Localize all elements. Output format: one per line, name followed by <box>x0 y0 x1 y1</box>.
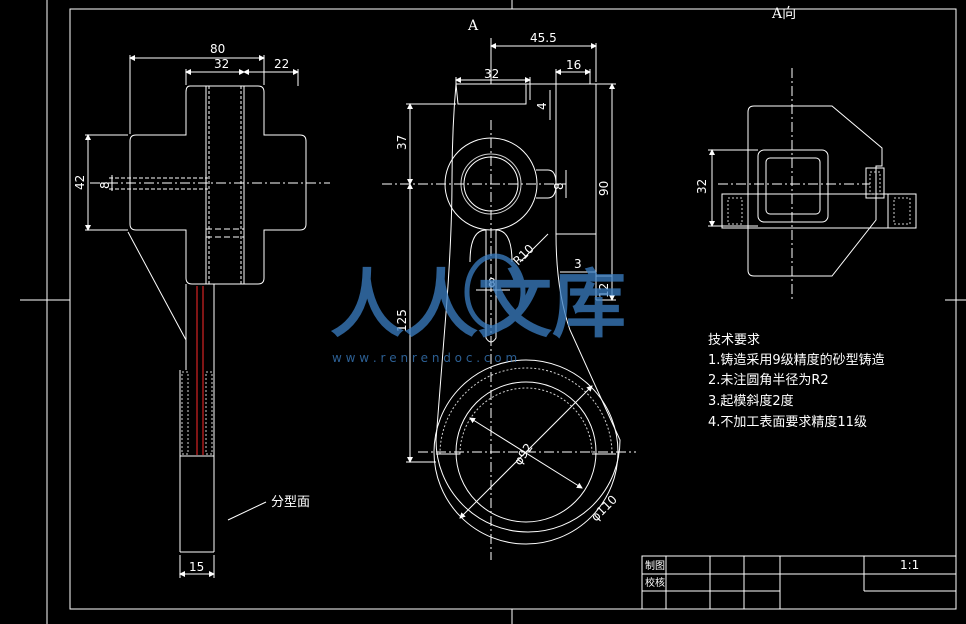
tech-requirements: 技术要求 1.铸造采用9级精度的砂型铸造 2.未注圆角半径为R2 3.起模斜度2… <box>708 333 885 430</box>
parting-surface-label: 分型面 <box>271 495 310 510</box>
watermark-url: w w w . r e n r e n d o c . c o m <box>332 351 517 365</box>
front-view <box>382 38 636 560</box>
a-view <box>708 68 917 300</box>
dim-37: 37 <box>395 135 409 150</box>
dim-15: 15 <box>189 560 204 574</box>
sheet-border <box>20 0 966 624</box>
tech-heading: 技术要求 <box>708 333 760 348</box>
a-view-title: A向 <box>771 6 796 22</box>
title-block <box>641 555 957 610</box>
watermark: 人人文库 w w w . r e n r e n d o c . c o m <box>330 253 626 365</box>
dim-8-lug: 8 <box>552 182 566 190</box>
dim-22: 22 <box>274 57 289 71</box>
tech-item-4: 4.不加工表面要求精度11级 <box>708 414 867 430</box>
dim-32-side: 32 <box>214 57 229 71</box>
dim-80: 80 <box>210 42 225 56</box>
dim-32-main: 32 <box>484 67 499 81</box>
dim-8-web: 8 <box>488 276 496 290</box>
dim-32-a-view: 32 <box>695 179 709 194</box>
dim-8-side: 8 <box>98 181 112 189</box>
dim-3: 3 <box>574 257 582 271</box>
tech-item-2: 2.未注圆角半径为R2 <box>708 373 829 388</box>
title-block-scale: 1:1 <box>900 558 919 572</box>
dim-16: 16 <box>566 58 581 72</box>
tech-item-3: 3.起模斜度2度 <box>708 393 794 409</box>
dim-125: 125 <box>395 309 409 332</box>
dim-12: 12 <box>597 283 611 298</box>
title-block-checked: 校核 <box>645 576 665 589</box>
view-arrow-label: A <box>467 18 479 34</box>
dim-4: 4 <box>535 102 549 110</box>
title-block-drawn: 制图 <box>645 559 665 572</box>
dim-42: 42 <box>73 175 87 190</box>
dim-90: 90 <box>597 181 611 196</box>
dim-phi110: φ110 <box>588 492 620 524</box>
tech-item-1: 1.铸造采用9级精度的砂型铸造 <box>708 352 885 368</box>
watermark-logo-text: 人人文库 <box>330 262 626 348</box>
side-view <box>85 55 330 578</box>
dim-45-5: 45.5 <box>530 31 557 45</box>
